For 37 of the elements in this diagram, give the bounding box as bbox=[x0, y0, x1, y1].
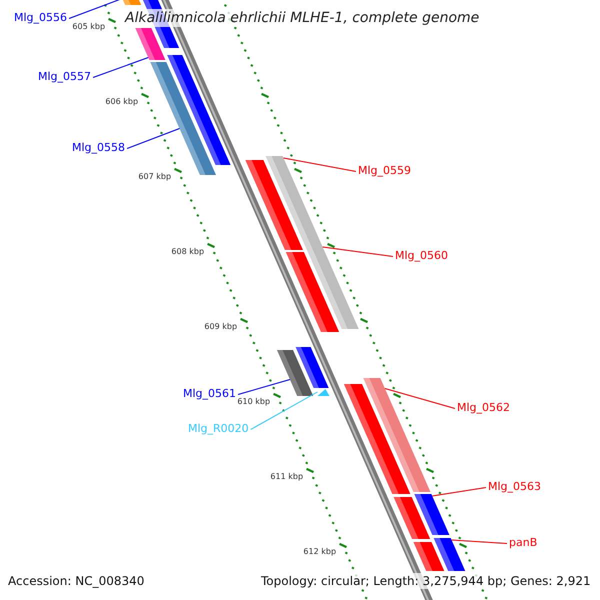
gene-label: Mlg_0558 bbox=[72, 141, 126, 154]
scale-label: 606 kbp bbox=[105, 97, 138, 107]
leader-line bbox=[384, 388, 456, 409]
gene-bar bbox=[434, 538, 466, 571]
gene-bar bbox=[120, 0, 142, 5]
gene-bar bbox=[414, 494, 450, 535]
scale-label: 611 kbp bbox=[270, 472, 304, 482]
gene-label: Mlg_0559 bbox=[358, 164, 412, 177]
scale-label: 605 kbp bbox=[72, 22, 106, 32]
leader-line bbox=[92, 57, 149, 78]
gene-label: Mlg_0560 bbox=[395, 249, 448, 262]
scale-label: 612 kbp bbox=[303, 547, 336, 557]
leader-line bbox=[283, 158, 356, 172]
genome-stats-text: Topology: circular; Length: 3,275,944 bp; Genes: 2,921 bbox=[261, 573, 591, 589]
gene-bar bbox=[304, 245, 359, 329]
gene-bar bbox=[277, 350, 314, 396]
scale-label: 609 kbp bbox=[204, 322, 238, 332]
gene-label: Mlg_0561 bbox=[183, 387, 236, 400]
gene-label: Mlg_0562 bbox=[457, 401, 510, 414]
leader-line bbox=[322, 246, 394, 257]
gene-label: Mlg_0563 bbox=[488, 480, 542, 493]
scale-label: 608 kbp bbox=[171, 247, 204, 257]
leader-line bbox=[126, 128, 180, 149]
gene-bar bbox=[135, 28, 166, 60]
gene-label: Mlg_R0020 bbox=[188, 422, 249, 435]
leader-line bbox=[250, 392, 318, 430]
leader-line bbox=[238, 379, 290, 395]
accession-text: Accession: NC_008340 bbox=[8, 573, 144, 589]
scale-label: 607 kbp bbox=[138, 172, 172, 182]
gene-bar bbox=[363, 378, 430, 492]
gene-bar bbox=[266, 156, 322, 245]
gene-label: Mlg_0556 bbox=[14, 11, 68, 24]
leader-line bbox=[451, 540, 508, 544]
gene-label: panB bbox=[509, 536, 538, 549]
leader-line bbox=[432, 487, 486, 496]
gene-label: Mlg_0557 bbox=[38, 70, 92, 83]
scale-label: 610 kbp bbox=[237, 397, 270, 407]
